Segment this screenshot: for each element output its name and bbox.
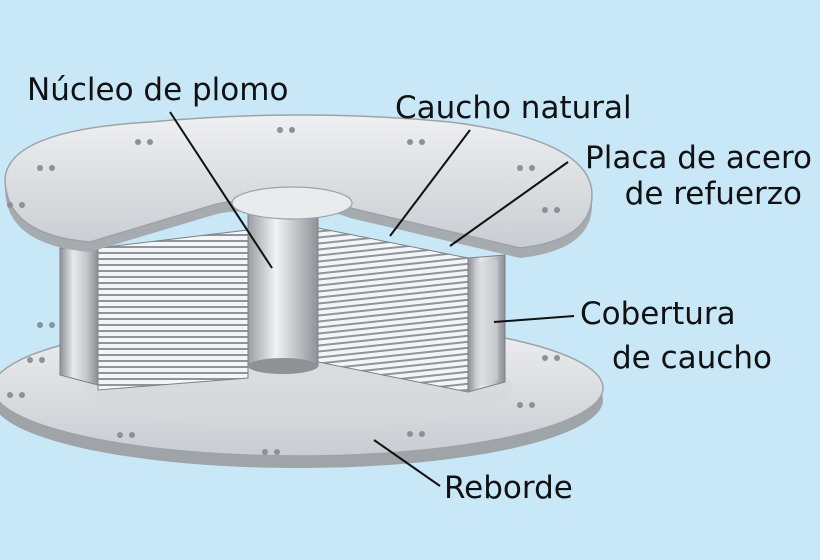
leader-lines	[169, 111, 575, 487]
leader-lead-core	[169, 111, 273, 269]
rubber-body	[59, 227, 506, 393]
leader-natural-rubber	[389, 129, 471, 237]
label-flange: Reborde	[444, 470, 573, 506]
label-rubber-cover-line2: de caucho	[612, 340, 772, 376]
leader-steel-plate	[449, 161, 569, 247]
label-steel-plate-line2: de refuerzo	[624, 176, 802, 212]
label-lead-core: Núcleo de plomo	[27, 72, 289, 108]
leader-rubber-cover	[493, 315, 575, 323]
lead-core	[231, 186, 353, 374]
leader-flange	[373, 439, 441, 487]
label-natural-rubber: Caucho natural	[395, 90, 632, 126]
label-rubber-cover-line1: Cobertura	[580, 296, 736, 332]
label-steel-plate-line1: Placa de acero	[585, 140, 812, 176]
